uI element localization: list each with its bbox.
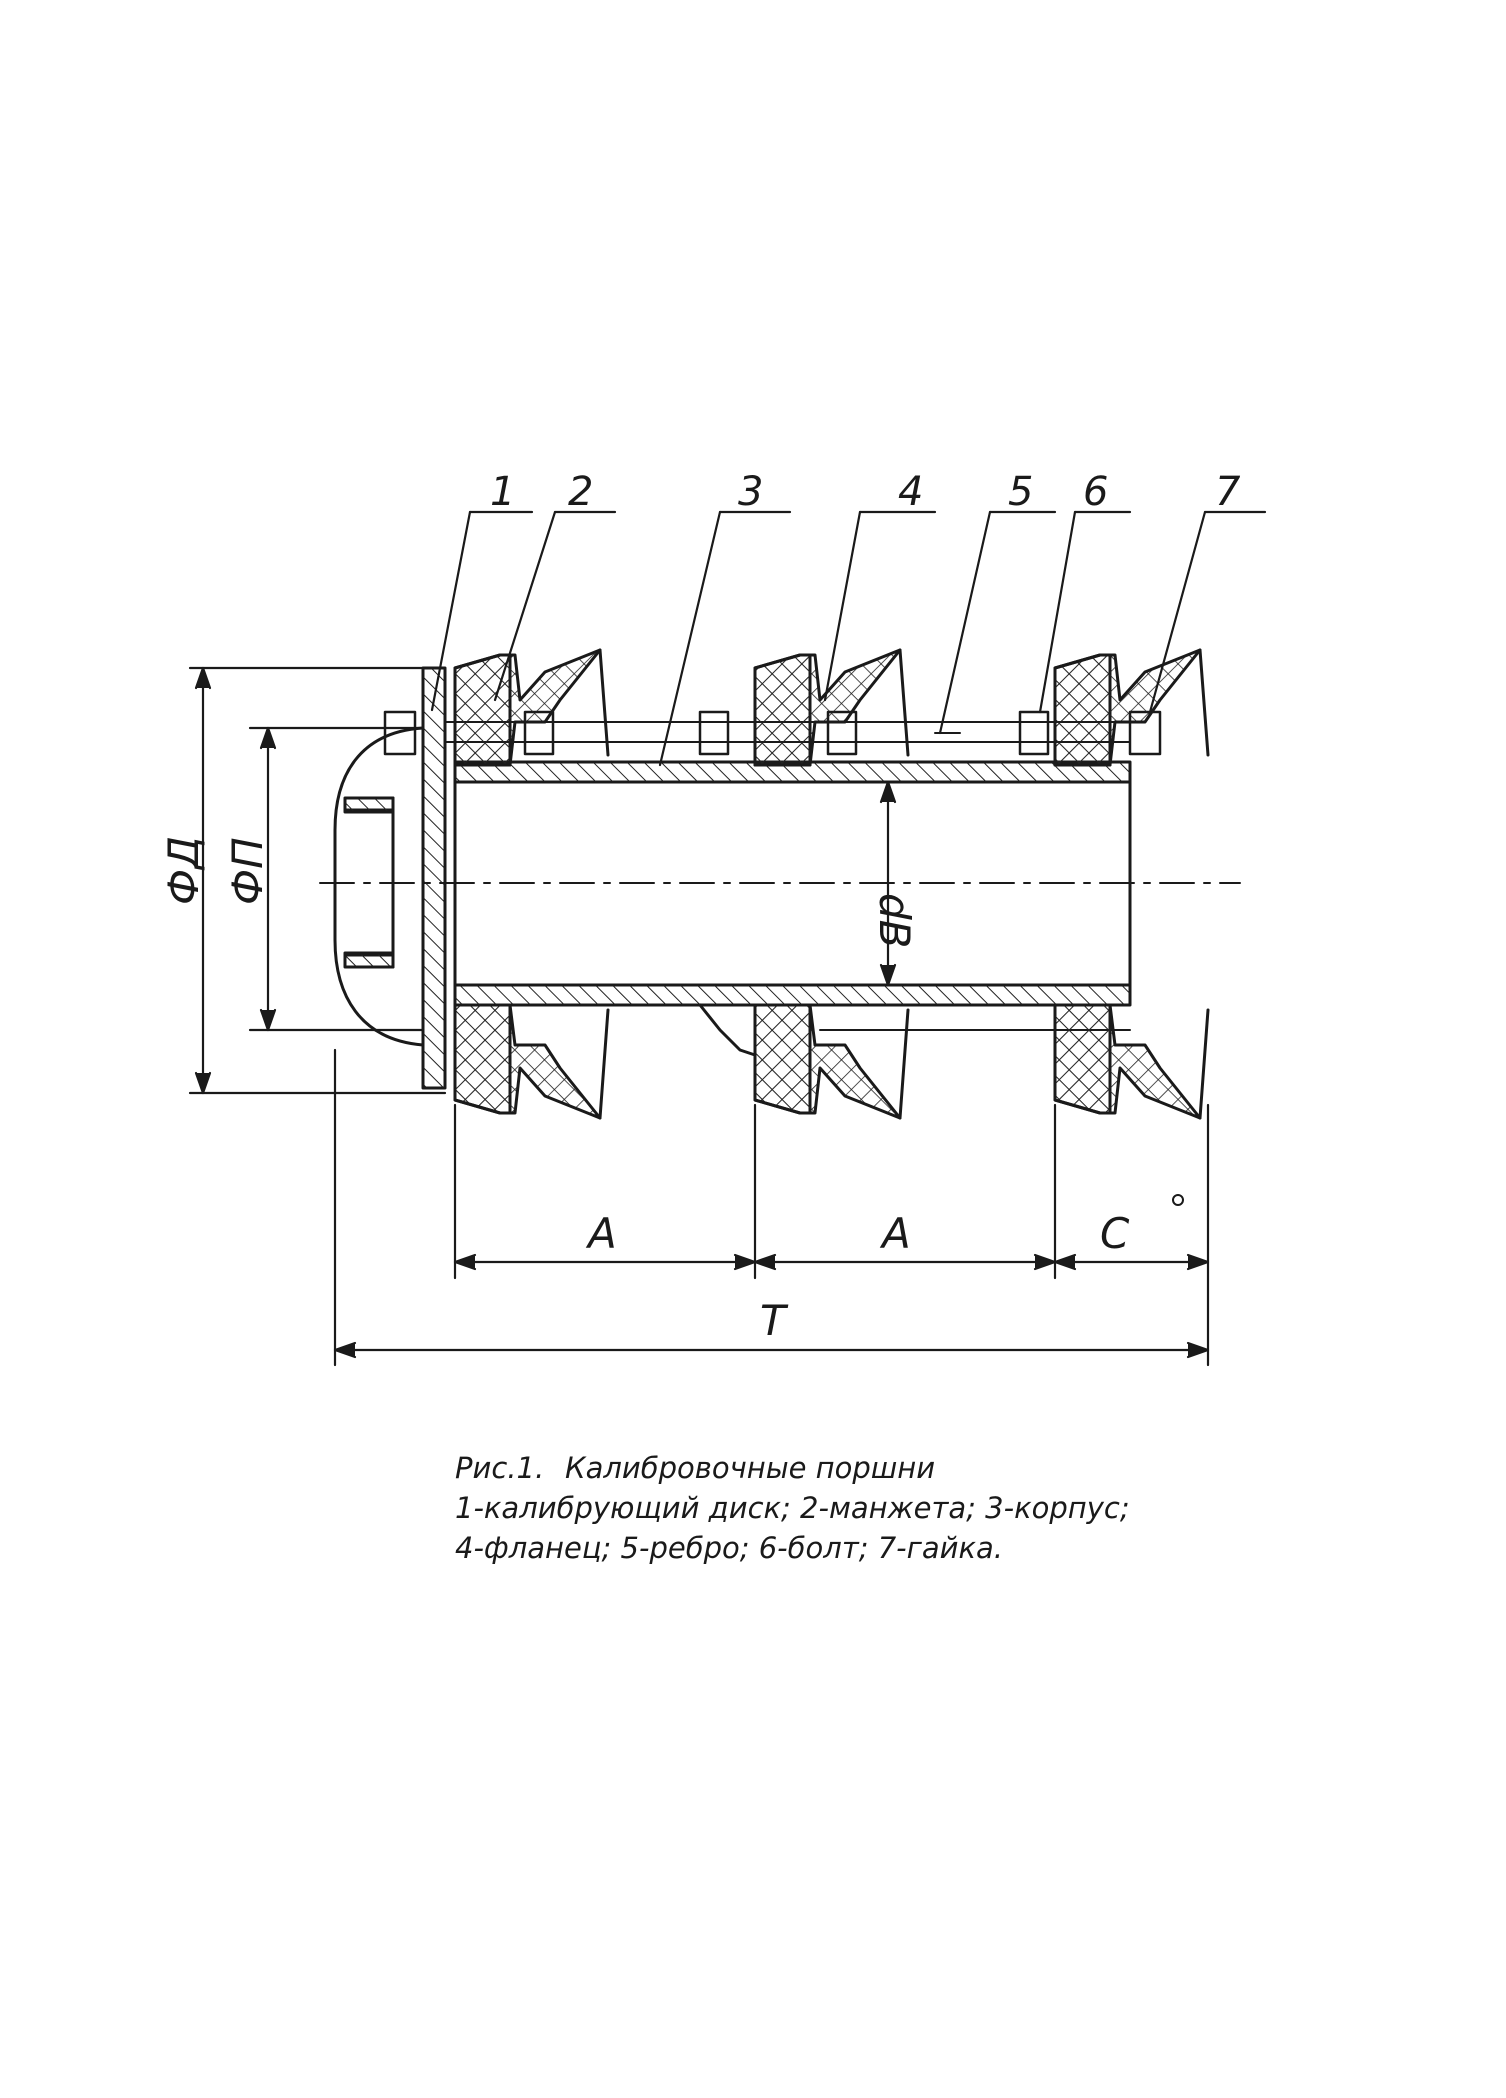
- callout-1: 1: [490, 469, 515, 515]
- dim-end-c: С: [1100, 1209, 1130, 1258]
- cuffs-top: [453, 648, 1210, 767]
- calibrating-disk: [333, 666, 447, 1090]
- callout-4: 4: [898, 469, 923, 515]
- callout-3: 3: [738, 469, 763, 515]
- caption-line-3: 4-фланец; 5-ребро; 6-болт; 7-гайка.: [455, 1531, 1003, 1565]
- cuffs-bottom: [453, 1003, 1210, 1120]
- body-tube: [453, 760, 1132, 1007]
- dimension-labels: ФД ФП dВ А А С Т: [159, 836, 1130, 1345]
- dim-total-t: Т: [760, 1296, 789, 1345]
- caption-number: Рис.1.: [455, 1451, 544, 1485]
- dim-bore-diameter: dВ: [870, 893, 919, 948]
- dimension-lines: [188, 666, 1210, 1367]
- dim-spacing-a1: А: [585, 1209, 617, 1258]
- caption-line-2: 1-калибрующий диск; 2-манжета; 3-корпус;: [455, 1491, 1130, 1525]
- callout-leaders: [430, 510, 1267, 767]
- callout-6: 6: [1083, 469, 1108, 515]
- figure-caption: Рис.1. Калибровочные поршни 1-калибрующи…: [455, 1451, 1130, 1565]
- callout-7: 7: [1215, 469, 1241, 515]
- dim-spacing-a2: А: [879, 1209, 911, 1258]
- dim-flange-diameter: ФП: [223, 837, 272, 905]
- callout-5: 5: [1008, 469, 1033, 515]
- callout-numbers: 1 2 3 4 5 6 7: [490, 469, 1241, 515]
- callout-2: 2: [568, 469, 593, 515]
- dim-outer-diameter: ФД: [159, 836, 208, 905]
- caption-title: Калибровочные поршни: [565, 1451, 935, 1485]
